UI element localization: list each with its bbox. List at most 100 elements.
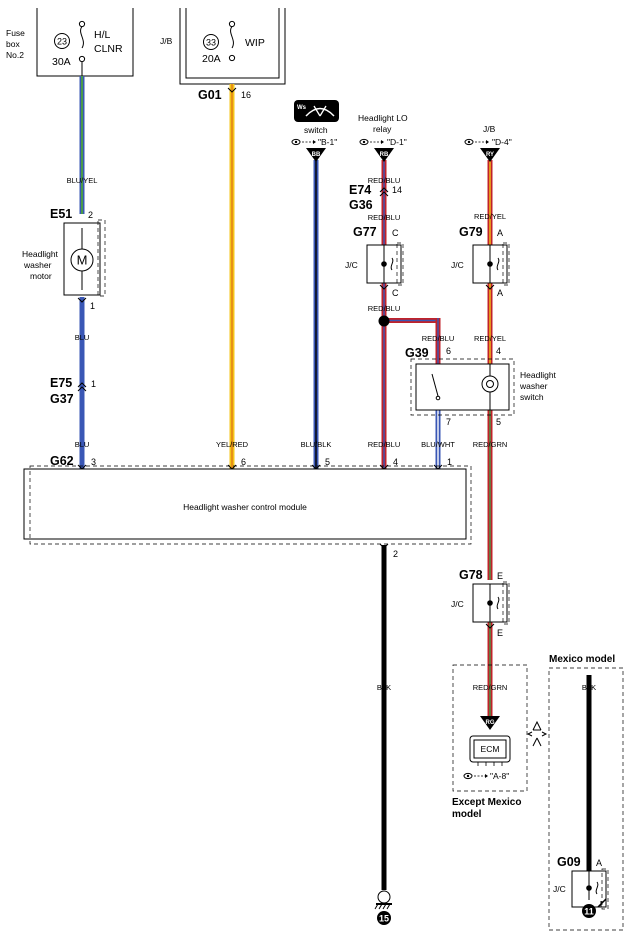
jb-label: J/B bbox=[160, 36, 173, 46]
ws-switch-label: switch bbox=[304, 125, 328, 135]
svg-text:BB: BB bbox=[312, 152, 321, 158]
label-blu-wht: BLU/WHT bbox=[421, 440, 455, 449]
ws-switch-ref: "B-1" bbox=[318, 137, 337, 147]
e74-chevron bbox=[379, 187, 389, 197]
label-blk-main: BLK bbox=[377, 683, 391, 692]
fuse-23-name-2: CLNR bbox=[94, 43, 123, 55]
mexico-label: Mexico model bbox=[549, 654, 615, 665]
g77-pin: C bbox=[392, 228, 399, 238]
label-yel-red: YEL/RED bbox=[216, 440, 249, 449]
g09-jc bbox=[571, 868, 609, 910]
g39-switch bbox=[410, 358, 515, 416]
ecm-terminal: RG bbox=[480, 716, 500, 730]
except-mexico-label-2: model bbox=[452, 809, 482, 820]
wire-blu-blk bbox=[313, 160, 319, 469]
fuse-23-circle bbox=[54, 33, 70, 49]
fuse-23-number: 23 bbox=[57, 37, 67, 47]
label-red-grn-1: RED/GRN bbox=[473, 440, 508, 449]
control-module: Headlight washer control module bbox=[23, 465, 472, 545]
label-red-grn-2: RED/GRN bbox=[473, 683, 508, 692]
g62-pin-4: 4 bbox=[393, 457, 398, 467]
g62-pin-1: 1 bbox=[447, 457, 452, 467]
ws-ref-eye-icon bbox=[291, 138, 316, 146]
g62-pin-2: 2 bbox=[393, 549, 398, 559]
hl-lo-relay-label-1: Headlight LO bbox=[358, 113, 408, 123]
e75-connector: E75 bbox=[50, 376, 72, 390]
g39-label-3: switch bbox=[520, 392, 544, 402]
g39-label-2: washer bbox=[519, 381, 548, 391]
jb-d4-label: J/B bbox=[483, 124, 496, 134]
ground-11-label: 11 bbox=[584, 907, 594, 917]
e74-connector: E74 bbox=[349, 183, 371, 197]
e51-chevron bbox=[77, 297, 87, 303]
fuse-33-circle bbox=[203, 34, 219, 50]
svg-text:RG: RG bbox=[486, 720, 495, 726]
wire-red-yel bbox=[487, 160, 493, 364]
motor-m-symbol: M bbox=[77, 253, 88, 268]
g79-jc-label: J/C bbox=[451, 260, 464, 270]
g77-chevron bbox=[379, 284, 389, 290]
g77-jc-label: J/C bbox=[345, 260, 358, 270]
fuse-23-name-1: H/L bbox=[94, 29, 111, 41]
g79-jc bbox=[472, 242, 510, 286]
label-red-blu-2: RED/BLU bbox=[368, 213, 401, 222]
fuse-33-number: 33 bbox=[206, 38, 216, 48]
e75-chevron bbox=[77, 382, 87, 392]
svg-text:RY: RY bbox=[486, 152, 494, 158]
g62-pins: 3 6 5 4 1 bbox=[77, 457, 452, 470]
g78-pin-out: E bbox=[497, 628, 503, 638]
label-blk-mexico: BLK bbox=[582, 683, 596, 692]
ground-15-icon: 15 bbox=[374, 890, 392, 925]
g09-connector: G09 bbox=[557, 855, 581, 869]
fuse-box-2: Fuse box No.2 23 30A H/L CLNR bbox=[6, 8, 134, 77]
fuse-23-symbol bbox=[78, 20, 86, 76]
jb-fuse-box: J/B 33 20A WIP bbox=[160, 8, 286, 85]
fuse-23-rating: 30A bbox=[52, 56, 71, 68]
g39-pin-5: 5 bbox=[496, 417, 501, 427]
module-label: Headlight washer control module bbox=[183, 502, 307, 512]
g36-connector: G36 bbox=[349, 198, 373, 212]
ground-15-label: 15 bbox=[379, 914, 389, 924]
g77-jc bbox=[366, 242, 404, 286]
g78-jc-label: J/C bbox=[451, 599, 464, 609]
except-mexico-region bbox=[452, 664, 528, 792]
g01-pin: 16 bbox=[241, 90, 251, 100]
g79-pin: A bbox=[497, 228, 503, 238]
g62-pin-5: 5 bbox=[325, 457, 330, 467]
label-red-blu-5: RED/BLU bbox=[368, 440, 401, 449]
ecm-label: ECM bbox=[481, 744, 500, 754]
g39-pin-4: 4 bbox=[496, 346, 501, 356]
e51-pin: 2 bbox=[88, 210, 93, 220]
ecm-icon: ECM bbox=[469, 735, 511, 766]
g01-connector: G01 bbox=[198, 88, 222, 102]
relay-ref: "D-1" bbox=[387, 137, 407, 147]
fuse-box-label-3: No.2 bbox=[6, 50, 24, 60]
g78-chevron bbox=[485, 623, 495, 629]
label-blu-blk: BLU/BLK bbox=[301, 440, 332, 449]
g62-pin-6: 6 bbox=[241, 457, 246, 467]
label-red-blu-4: RED/BLU bbox=[422, 334, 455, 343]
label-blu-yel: BLU/YEL bbox=[67, 176, 98, 185]
jb-terminal: RY bbox=[480, 148, 500, 162]
label-red-blu-1: RED/BLU bbox=[368, 176, 401, 185]
g39-pin-6: 6 bbox=[446, 346, 451, 356]
ecm-ref: "A-8" bbox=[490, 771, 509, 781]
fuse-33-symbol bbox=[228, 20, 236, 62]
svg-text:RB: RB bbox=[380, 152, 389, 158]
except-mexico-label-1: Except Mexico bbox=[452, 797, 521, 808]
e51-label-3: motor bbox=[30, 271, 52, 281]
e51-label-2: washer bbox=[23, 260, 52, 270]
g62-connector: G62 bbox=[50, 454, 74, 468]
e74-pin: 14 bbox=[392, 185, 402, 195]
label-red-yel-2: RED/YEL bbox=[474, 334, 506, 343]
relay-ref-eye-icon bbox=[359, 138, 384, 146]
g62-pin-2-chevron bbox=[379, 543, 389, 549]
e51-connector: E51 bbox=[50, 207, 72, 221]
g78-jc bbox=[472, 581, 510, 625]
ecm-ref-eye-icon bbox=[463, 772, 488, 780]
g78-connector: G78 bbox=[459, 568, 483, 582]
wire-blu-wht bbox=[435, 410, 441, 469]
label-red-yel-1: RED/YEL bbox=[474, 212, 506, 221]
e75-pin: 1 bbox=[91, 379, 96, 389]
